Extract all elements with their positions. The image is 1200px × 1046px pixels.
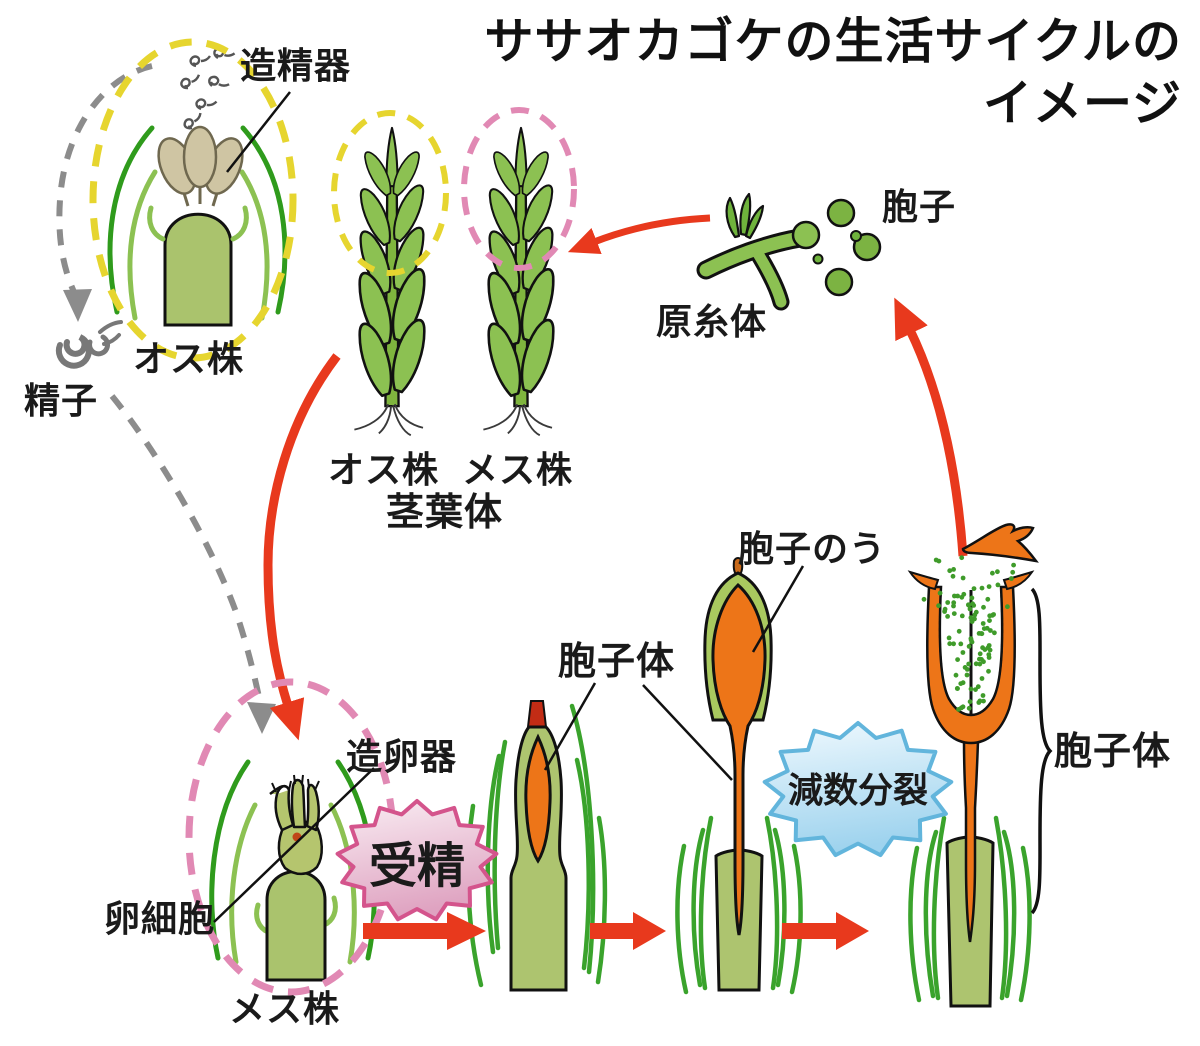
- egg-archegonium-leader: [213, 767, 375, 923]
- young-sporophyte-group: [465, 700, 608, 992]
- stage-arrows: [363, 912, 869, 950]
- label-sporangium: 胞子のう: [738, 528, 887, 569]
- sperm-path-arrowhead-2: [247, 702, 276, 734]
- protonema-group: [696, 192, 821, 311]
- label-mature-sporophyte: 胞子体: [1054, 731, 1172, 773]
- antheridium-leader: [226, 91, 291, 173]
- stem-hook-leaves: [147, 205, 249, 242]
- label-fertilization: 受精: [368, 840, 466, 893]
- male-shoot-highlight: [331, 110, 449, 276]
- cup-rim-horn-right: [1002, 570, 1035, 591]
- male-stem: [163, 212, 233, 327]
- title-line-1: ササオカゴケの生活サイクルの: [484, 15, 1182, 69]
- capsule-sporophyte-group: [675, 557, 803, 995]
- sporophyte-brace: [1030, 587, 1053, 915]
- diagram-title: ササオカゴケの生活サイクルの イメージ: [484, 12, 1182, 135]
- meiosis-burst: [762, 721, 954, 858]
- label-spores: 胞子: [882, 186, 957, 227]
- stage4-stalk: [962, 739, 980, 943]
- male-leaf-lines: [107, 125, 288, 321]
- mature-sporophyte-group: [907, 523, 1053, 1008]
- stage4-leaf-lines: [908, 815, 1032, 1003]
- stage2-red-tip: [526, 700, 548, 728]
- arrow-shoot-to-female: [263, 353, 341, 741]
- stage3-capsule-and-stalk: [711, 582, 767, 936]
- spores-group: [812, 198, 882, 297]
- label-male-plant: オス株: [133, 338, 245, 379]
- released-sperm-squiggles: [178, 45, 236, 132]
- protonema-tip: [791, 220, 821, 250]
- detached-capsule-cap: [961, 523, 1039, 563]
- stage3-leaf-lines: [675, 815, 803, 995]
- sporangium-leader: [751, 565, 805, 653]
- label-archegonium: 造卵器: [346, 736, 458, 777]
- arrow-after-fertilization: [363, 912, 486, 950]
- label-protonema: 原糸体: [656, 301, 768, 342]
- sperm-path-left: [56, 63, 153, 294]
- male-highlight-ellipse: [89, 38, 297, 362]
- label-sperm: 精子: [24, 380, 99, 421]
- arrow-stage2-to-stage3: [590, 912, 666, 950]
- arrow-stage3-to-stage4: [782, 912, 869, 950]
- sperm-cell-glyph: [55, 320, 123, 369]
- arrow-protonema-to-shoots: [567, 214, 711, 255]
- protonema-bud: [725, 192, 765, 240]
- label-male-stem: オス株: [328, 449, 440, 490]
- archegonia: [269, 774, 323, 876]
- male-shoot-tip-group: [55, 38, 297, 369]
- sperm-path-arrows: [56, 63, 263, 703]
- female-leafy-shoot: [483, 128, 553, 435]
- label-leader-lines: [213, 91, 805, 923]
- sporophyte-leader-2: [642, 684, 733, 781]
- label-egg-cell: 卵細胞: [104, 898, 216, 939]
- arrow-spore-release: [894, 297, 968, 557]
- sperm-path-to-female: [109, 394, 263, 703]
- antheridia: [157, 125, 244, 207]
- sporophyte-leader-1: [543, 682, 597, 771]
- label-female-plant: メス株: [229, 988, 341, 1029]
- calyptra-tip: [732, 557, 744, 577]
- female-stem: [265, 870, 327, 982]
- fertilization-burst: [335, 799, 499, 922]
- cup-rim-horn-left: [907, 570, 940, 591]
- label-gametophyte: 茎葉体: [386, 492, 504, 534]
- label-antheridium: 造精器: [240, 45, 352, 86]
- stage2-embryo: [524, 733, 552, 864]
- label-female-stem: メス株: [462, 449, 574, 490]
- cup-inner-dotted-edge: [938, 587, 1004, 717]
- label-young-sporophyte: 胞子体: [558, 641, 676, 683]
- sperm-path-arrowhead-1: [63, 289, 92, 322]
- male-leafy-shoot: [354, 128, 424, 435]
- spores-in-capsule: [942, 593, 997, 712]
- leafy-shoots-group: [331, 107, 577, 435]
- label-meiosis: 減数分裂: [787, 771, 929, 811]
- title-line-2: イメージ: [982, 76, 1182, 131]
- female-shoot-highlight: [461, 107, 577, 271]
- spores-spraying-out: [921, 555, 1016, 610]
